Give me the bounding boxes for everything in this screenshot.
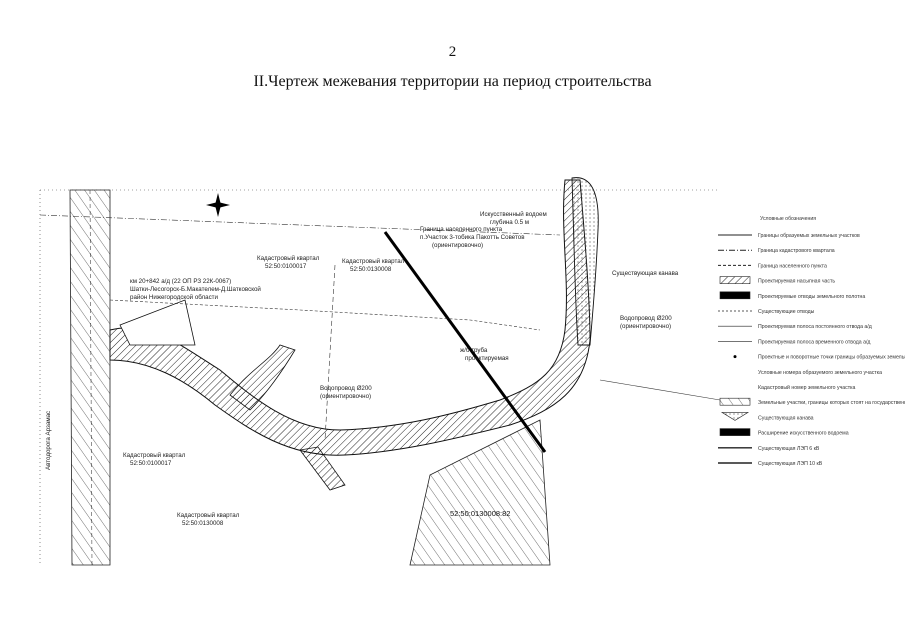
settlement-boundary-3: (ориентировочно) (432, 242, 483, 249)
parcel-52-50-0130008-82 (409, 419, 551, 566)
legend-item: Существующая ЛЭП 6 кВ (758, 446, 820, 452)
label-quarter-017-left-num: 52:50:0100017 (130, 460, 172, 467)
legend-symbol (720, 412, 750, 421)
legend-symbol (719, 397, 751, 406)
road-side-label: Автодорога Арзамас (45, 411, 52, 470)
legend-item: Граница кадастрового квартала (758, 248, 835, 254)
legend-item: Границы образуемых земельных участков (758, 233, 860, 239)
legend-item: Существующие отводы (758, 309, 815, 315)
legend-item: Существующая канава (758, 415, 814, 421)
pipe-note: ж/б труба (460, 347, 488, 354)
legend-item: Кадастровый номер земельного участка (758, 384, 856, 391)
legend-symbol (719, 276, 751, 284)
north-arrow-icon (206, 193, 230, 217)
left-highway (69, 189, 111, 566)
label-bottom-parcel: 52:50:0130008:82 (450, 509, 510, 518)
existing-drain: Существующая канава (612, 270, 679, 277)
reservoir-depth: глубина 0.5 м (490, 219, 529, 226)
legend-item: Существующая ЛЭП 10 кВ (758, 461, 823, 467)
label-quarter-017-top-num: 52:50:0100017 (265, 263, 307, 270)
legend-title: Условные обозначения (760, 216, 816, 222)
legend-symbol (719, 291, 751, 300)
page-title: II.Чертеж межевания территории на период… (253, 73, 652, 90)
label-quarter-008-top-num: 52:50:0130008 (350, 266, 392, 273)
map-frame (39, 189, 720, 565)
legend-item: Проектируемая насыпная часть (758, 279, 835, 285)
page-number: 2 (448, 44, 457, 60)
settlement-boundary-2: п.Участок 3-тобика Пакотть Советов (420, 234, 525, 241)
road-note-3: район Нижегородской области (130, 294, 219, 301)
legend-symbol (719, 428, 751, 436)
water-pipe-1: Водопровод Ø200 (320, 385, 372, 392)
label-quarter-008-bottom-num: 52:50:0130008 (182, 520, 224, 527)
label-quarter-017-top: Кадастровый квартал (257, 255, 320, 262)
pipe-note-b: проектируемая (465, 355, 509, 362)
reservoir-label: Искусственный водоем (480, 211, 547, 218)
legend-item: Проектные и поворотные точки границы обр… (758, 355, 905, 361)
legend-item: Проектируемые отводы земельного полотна (758, 294, 865, 300)
legend-item: Расширение искусственного водоема (758, 431, 849, 437)
water-pipe-2: Водопровод Ø200 (620, 315, 672, 322)
legend: Условные обозначения Границы образуемых … (718, 216, 905, 467)
legend-item: Проектируемая полоса постоянного отвода … (758, 324, 872, 330)
water-pipe-1b: (ориентировочно) (320, 393, 371, 400)
legend-item: Граница населенного пункта (758, 263, 827, 269)
road-corridor (109, 179, 591, 491)
legend-symbol (733, 355, 737, 359)
road-note-1: км 20+842 а/д (22 ОП РЗ 22К-0067) (130, 278, 231, 285)
legend-item: Проектируемая полоса временного отвода а… (758, 339, 870, 345)
settlement-boundary-1: Граница населенного пункта (420, 226, 503, 233)
label-quarter-017-left: Кадастровый квартал (123, 452, 186, 459)
power-line (383, 231, 547, 453)
label-quarter-008-bottom: Кадастровый квартал (177, 512, 240, 519)
reservoir-area (571, 177, 599, 346)
road-note-2: Шатки-Лесогорск-Б.Макателем-Д.Шатковской (130, 286, 261, 293)
water-pipe-2b: (ориентировочно) (620, 323, 671, 330)
label-quarter-008-top: Кадастровый квартал (342, 258, 405, 265)
legend-item: Земельные участки, границы которых стоят… (758, 400, 905, 406)
legend-item: Условные номера образуемого земельного у… (758, 370, 882, 376)
boundary-lines (39, 214, 721, 441)
